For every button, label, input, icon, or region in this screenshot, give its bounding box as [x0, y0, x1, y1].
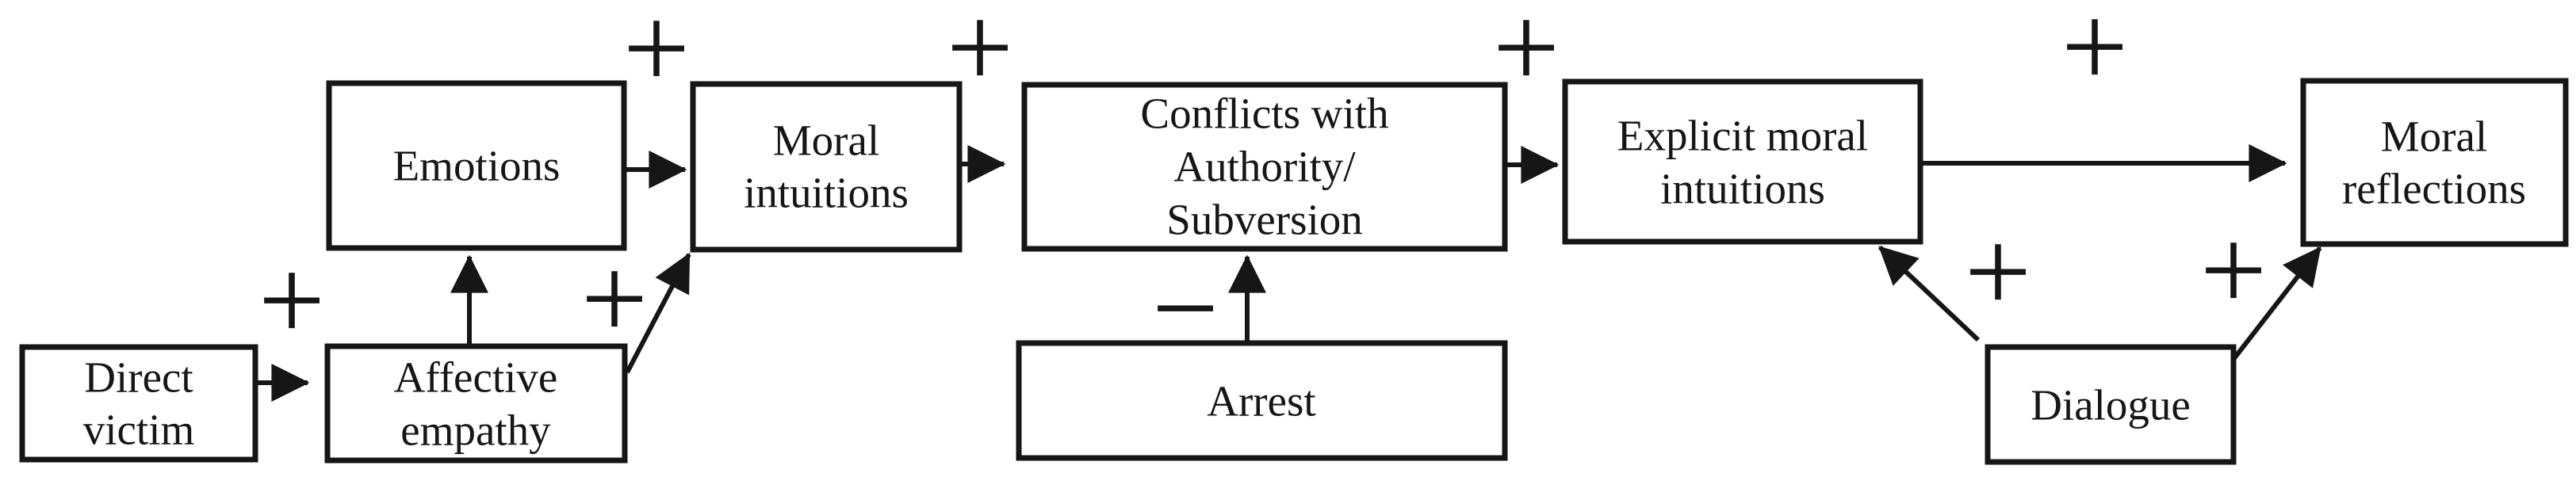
plus-sign: + — [2061, 0, 2129, 113]
edge-dialogue-to-moral-reflections — [2230, 246, 2322, 363]
affective-empathy-label: Affective — [394, 353, 558, 402]
node-conflicts-authority-subversion: Conflicts with Authority/ Subversion — [1021, 82, 1508, 252]
node-moral-intuitions: Moral intuitions — [690, 81, 963, 253]
node-dialogue: Dialogue — [1985, 344, 2237, 465]
node-emotions: Emotions — [326, 80, 627, 251]
explicit-moral-intuitions-label: intuitions — [1660, 165, 1825, 213]
arrest-box — [1016, 340, 1508, 461]
node-direct-victim: Direct victim — [19, 344, 258, 463]
moral-reflections-box — [2300, 78, 2569, 247]
moral-intuitions-label: intuitions — [744, 169, 909, 217]
node-affective-empathy: Affective empathy — [324, 343, 628, 464]
emotions-box — [326, 80, 627, 251]
conflicts-authority-subversion-label: Subversion — [1166, 196, 1363, 244]
emotions-label: Emotions — [393, 142, 561, 190]
affective-empathy-box — [324, 343, 628, 464]
edge-dialogue-to-explicit-moral-intuitions — [1877, 245, 1981, 342]
plus-sign: + — [1965, 206, 2032, 338]
plus-sign: + — [2200, 204, 2268, 336]
conflicts-authority-subversion-box — [1021, 82, 1508, 252]
node-moral-reflections: Moral reflections — [2300, 78, 2569, 247]
direct-victim-label: victim — [83, 406, 195, 454]
moral-intuitions-box — [690, 81, 963, 253]
node-arrest: Arrest — [1016, 340, 1508, 461]
moral-intuitions-label: Moral — [773, 116, 879, 165]
conflicts-authority-subversion-label: Conflicts with — [1140, 90, 1388, 138]
arrest-label: Arrest — [1207, 377, 1315, 425]
direct-victim-label: Direct — [84, 353, 193, 402]
node-explicit-moral-intuitions: Explicit moral intuitions — [1562, 78, 1923, 245]
affective-empathy-label: empathy — [400, 406, 551, 455]
direct-victim-box — [19, 344, 258, 463]
plus-sign: + — [581, 233, 649, 364]
explicit-moral-intuitions-label: Explicit moral — [1617, 112, 1868, 160]
dialogue-box — [1985, 344, 2237, 465]
explicit-moral-intuitions-box — [1562, 78, 1923, 245]
moral-reflections-label: Moral — [2381, 113, 2487, 161]
edges — [255, 144, 2322, 402]
moral-reflections-label: reflections — [2342, 165, 2526, 213]
conflicts-authority-subversion-label: Authority/ — [1173, 143, 1356, 191]
edge-affective-empathy-to-moral-intuitions — [625, 252, 691, 374]
dialogue-label: Dialogue — [2031, 381, 2191, 429]
plus-sign: + — [258, 235, 326, 366]
plus-sign: + — [623, 0, 691, 114]
